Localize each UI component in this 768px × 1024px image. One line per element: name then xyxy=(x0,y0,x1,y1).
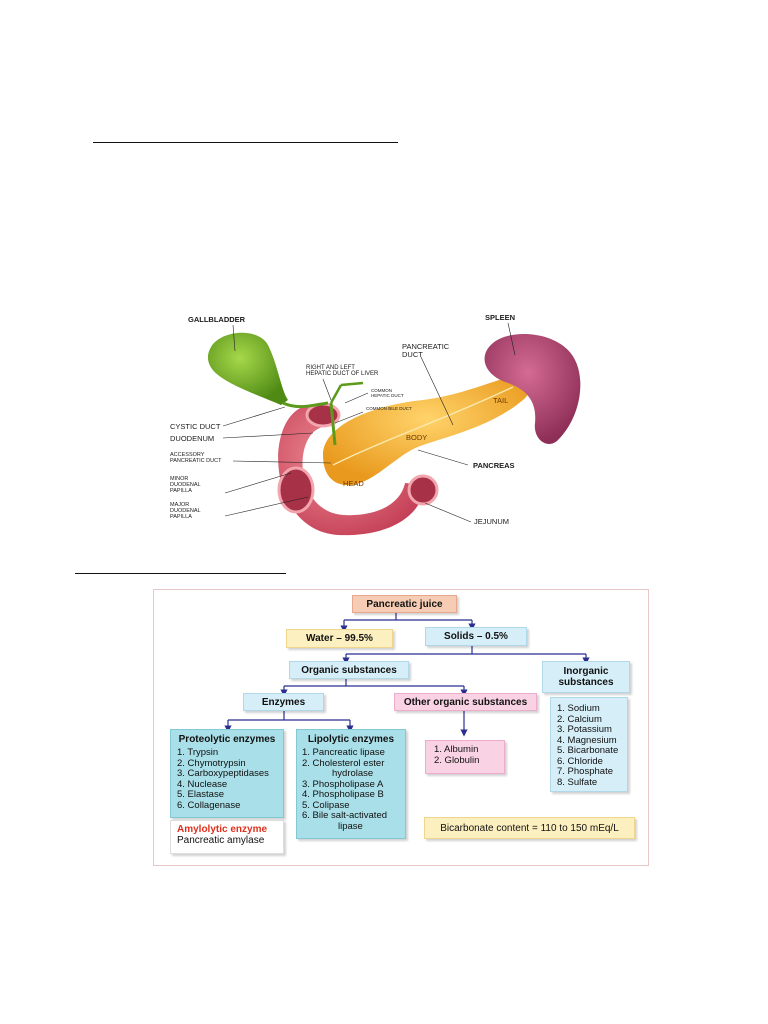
list-item: 6. Collagenase xyxy=(177,799,241,811)
label-hepatic-duct: RIGHT AND LEFT HEPATIC DUCT OF LIVER xyxy=(306,365,379,378)
node-amylolytic-enzyme: Amylolytic enzyme Pancreatic amylase xyxy=(170,820,284,854)
node-organic-substances: Organic substances xyxy=(289,661,409,679)
anatomy-drawing xyxy=(207,322,581,536)
duodenum-opening-bottom xyxy=(277,466,315,514)
list-item: 4. Magnesium xyxy=(557,734,617,746)
node-inorganic-substances: Inorganic substances xyxy=(542,661,630,693)
label-cystic-duct: CYSTIC DUCT xyxy=(170,422,221,431)
label-accessory-duct: ACCESSORY PANCREATIC DUCT xyxy=(170,452,222,464)
node-inorganic-list: 1. Sodium 2. Calcium 3. Potassium 4. Mag… xyxy=(550,697,628,792)
node-bicarbonate-content: Bicarbonate content = 110 to 150 mEq/L xyxy=(424,817,635,839)
list-item: 4. Nuclease xyxy=(177,778,228,790)
node-solids: Solids – 0.5% xyxy=(425,627,527,646)
label-major-papilla: MAJOR DUODENAL PAPILLA xyxy=(170,502,201,520)
pancreas-anatomy-illustration: GALLBLADDER SPLEEN PANCREATIC DUCT RIGHT… xyxy=(163,305,593,542)
list-item: 1. Trypsin xyxy=(177,747,219,758)
gallbladder-shape xyxy=(207,332,288,405)
list-item: 2. Calcium xyxy=(557,713,602,725)
node-other-organic-list: 1. Albumin 2. Globulin xyxy=(425,740,505,774)
list-item: 5. Elastase xyxy=(177,789,224,800)
list-item: 2. Globulin xyxy=(434,754,480,766)
label-duodenum: DUODENUM xyxy=(170,434,215,443)
label-gallbladder: GALLBLADDER xyxy=(188,315,246,324)
lipolytic-list: 1. Pancreatic lipase 2. Cholesterol este… xyxy=(302,747,400,832)
jejunum-opening xyxy=(407,474,439,506)
label-jejunum: JEJUNUM xyxy=(474,517,509,526)
amylolytic-title: Amylolytic enzyme xyxy=(177,824,268,835)
list-item: 3. Phospholipase A xyxy=(302,778,384,790)
list-item: 3. Potassium xyxy=(557,724,612,735)
label-body: BODY xyxy=(406,433,428,442)
list-item: 1. Pancreatic lipase xyxy=(302,747,385,758)
list-item: lipase xyxy=(338,820,363,832)
list-item: 5. Colipase xyxy=(302,799,350,811)
heading-underline-2 xyxy=(75,573,286,574)
proteolytic-list: 1. Trypsin 2. Chymotrypsin 3. Carboxypep… xyxy=(177,747,277,811)
common-bile-duct xyxy=(329,402,337,446)
node-water: Water – 99.5% xyxy=(286,629,393,648)
list-item: 5. Bicarbonate xyxy=(557,745,619,756)
list-item: 1. Albumin xyxy=(434,744,479,755)
hepatic-duct-left xyxy=(329,384,343,404)
node-pancreatic-juice: Pancreatic juice xyxy=(352,595,457,613)
label-head: HEAD xyxy=(343,479,364,488)
pancreatic-juice-flowchart: Pancreatic juice Water – 99.5% Solids – … xyxy=(153,589,649,866)
heading-underline-1 xyxy=(93,142,398,143)
lipolytic-title: Lipolytic enzymes xyxy=(307,734,395,745)
label-tail: TAIL xyxy=(493,396,509,405)
node-other-organic-substances: Other organic substances xyxy=(394,693,537,711)
list-item: 2. Chymotrypsin xyxy=(177,757,246,769)
list-item: 4. Phospholipase B xyxy=(302,789,384,800)
list-item: 7. Phosphate xyxy=(557,766,613,777)
inorganic-list: 1. Sodium 2. Calcium 3. Potassium 4. Mag… xyxy=(557,703,621,788)
spleen-shape xyxy=(484,333,581,444)
hepatic-duct-right xyxy=(340,381,364,387)
cystic-duct xyxy=(282,401,329,409)
label-spleen: SPLEEN xyxy=(485,313,516,322)
flowchart-arrows xyxy=(224,613,590,737)
list-item: 1. Sodium xyxy=(557,703,600,714)
duodenum-shape xyxy=(278,405,425,536)
amylolytic-value: Pancreatic amylase xyxy=(177,835,265,846)
list-item: hydrolase xyxy=(332,768,374,779)
list-item: 8. Sulfate xyxy=(557,776,598,788)
other-organic-list: 1. Albumin 2. Globulin xyxy=(434,744,496,766)
node-lipolytic-enzymes: Lipolytic enzymes 1. Pancreatic lipase 2… xyxy=(296,729,406,839)
list-item: 2. Cholesterol ester xyxy=(302,757,385,769)
label-pancreas: PANCREAS xyxy=(473,461,515,470)
node-proteolytic-enzymes: Proteolytic enzymes 1. Trypsin 2. Chymot… xyxy=(170,729,284,818)
label-pancreatic-duct: PANCREATIC DUCT xyxy=(402,342,450,359)
list-item: 3. Carboxypeptidases xyxy=(177,768,269,779)
list-item: 6. Chloride xyxy=(557,755,603,767)
label-common-bile-duct: COMMON BILE DUCT xyxy=(366,406,412,411)
node-enzymes: Enzymes xyxy=(243,693,324,711)
pancreatic-duct-line xyxy=(332,386,514,466)
list-item: 6. Bile salt-activated xyxy=(302,810,388,821)
label-minor-papilla: MINOR DUODENAL PAPILLA xyxy=(170,476,201,494)
label-common-hepatic-duct: COMMON HEPATIC DUCT xyxy=(371,388,404,398)
proteolytic-title: Proteolytic enzymes xyxy=(178,734,276,745)
